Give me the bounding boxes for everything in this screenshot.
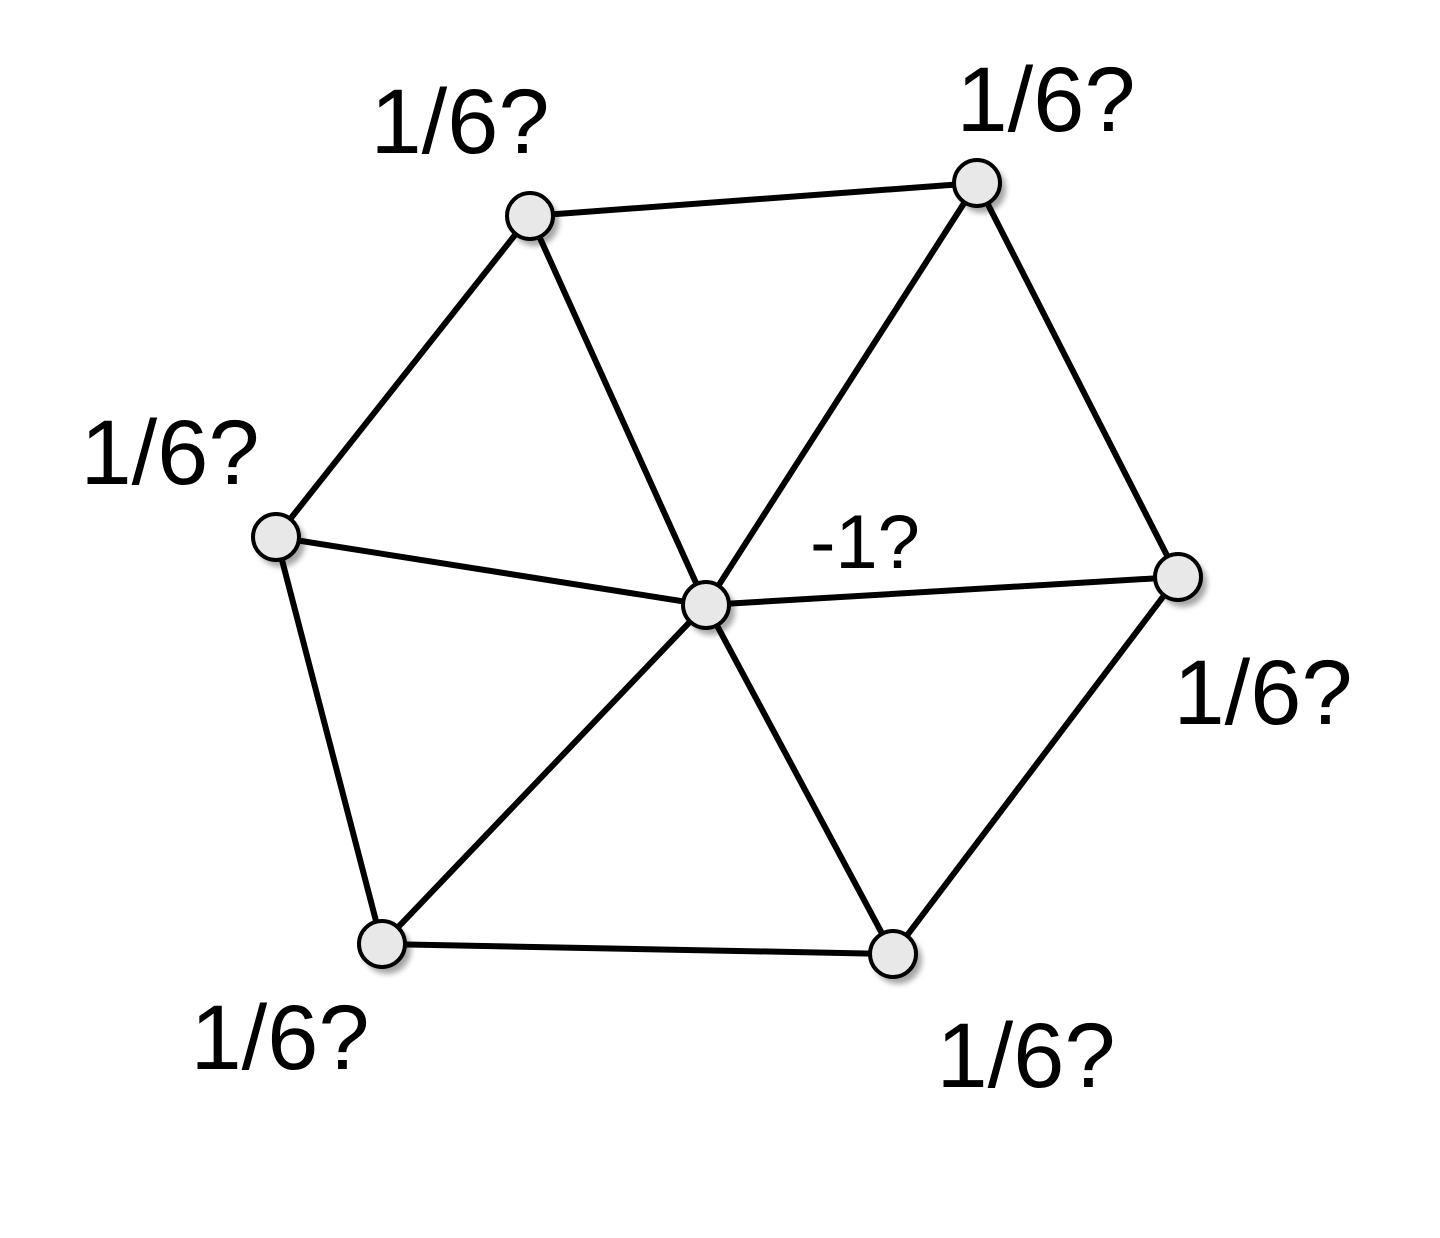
edge-r-br [890, 574, 1181, 957]
label-center: -1? [810, 500, 920, 585]
edge-c-r [703, 574, 1181, 608]
node-top-left [505, 191, 559, 246]
edge-c-bl [379, 602, 709, 947]
edge-bl-l [273, 534, 385, 947]
node-bottom-right [868, 929, 922, 984]
node-right [1153, 552, 1207, 607]
label-bottom-left: 1/6? [190, 987, 369, 1089]
label-top-right: 1/6? [956, 49, 1135, 151]
edge-c-tl [527, 213, 709, 608]
label-top-left: 1/6? [370, 71, 549, 173]
node-top-right [952, 158, 1006, 213]
edge-c-br [703, 602, 896, 957]
node-left [251, 512, 305, 567]
edge-br-bl [379, 941, 896, 957]
labels: -1? 1/6? 1/6? 1/6? 1/6? 1/6? 1/6? [80, 49, 1352, 1107]
edge-l-tl [273, 213, 533, 540]
edge-tr-r [974, 180, 1181, 580]
label-bottom-right: 1/6? [936, 1005, 1115, 1107]
nodes [251, 158, 1207, 984]
edge-tl-tr [527, 180, 980, 219]
node-center [681, 580, 735, 635]
label-right: 1/6? [1173, 642, 1352, 744]
edge-c-l [273, 534, 709, 608]
node-bottom-left [357, 919, 411, 974]
edges [273, 180, 1181, 957]
edge-c-tr [703, 180, 980, 608]
label-left: 1/6? [80, 402, 259, 504]
